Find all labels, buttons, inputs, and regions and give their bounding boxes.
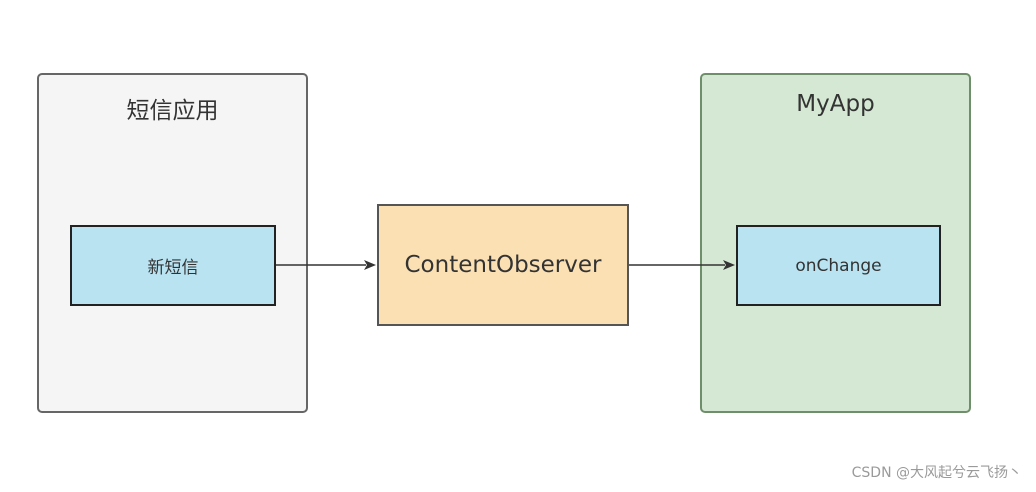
- arrowhead-to-onchange: [723, 260, 735, 270]
- arrowhead-to-observer: [364, 260, 376, 270]
- myapp-title: MyApp: [796, 91, 875, 117]
- watermark: CSDN @大风起兮云飞扬丶: [851, 465, 1022, 481]
- content-observer-node: ContentObserver: [377, 204, 629, 326]
- new-sms-node: 新短信: [70, 225, 276, 306]
- on-change-node: onChange: [736, 225, 941, 306]
- sms-app-title: 短信应用: [126, 98, 219, 124]
